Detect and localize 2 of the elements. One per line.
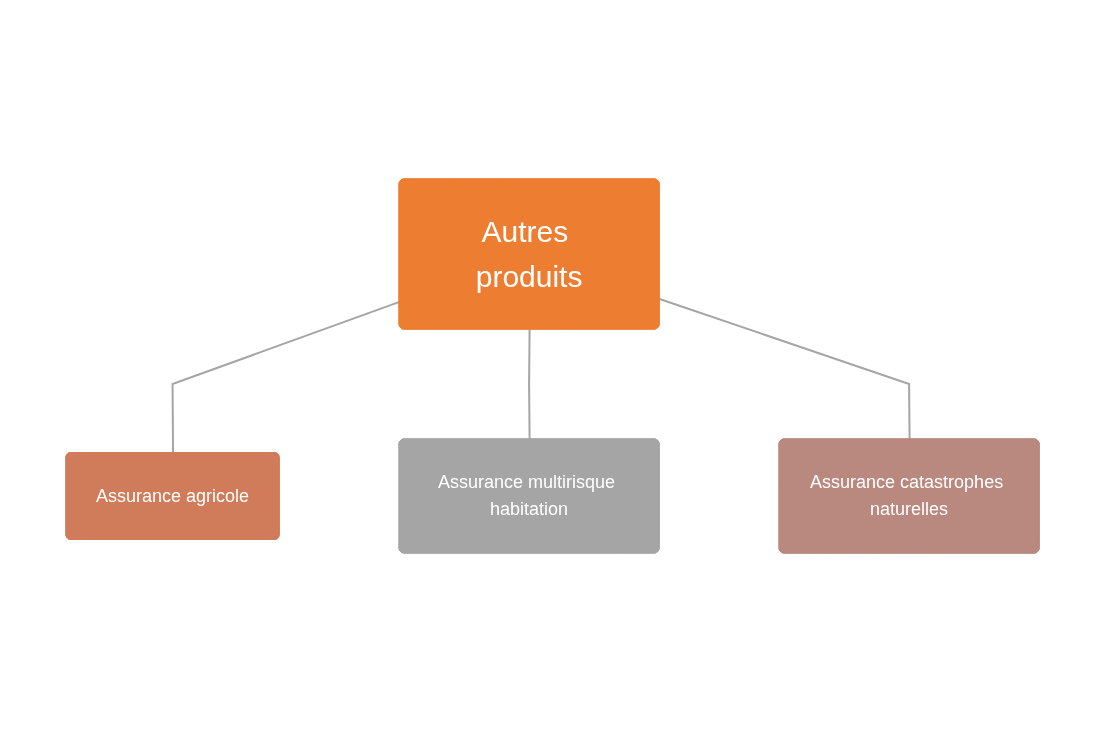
connector bbox=[659, 297, 912, 440]
connector bbox=[528, 328, 532, 440]
